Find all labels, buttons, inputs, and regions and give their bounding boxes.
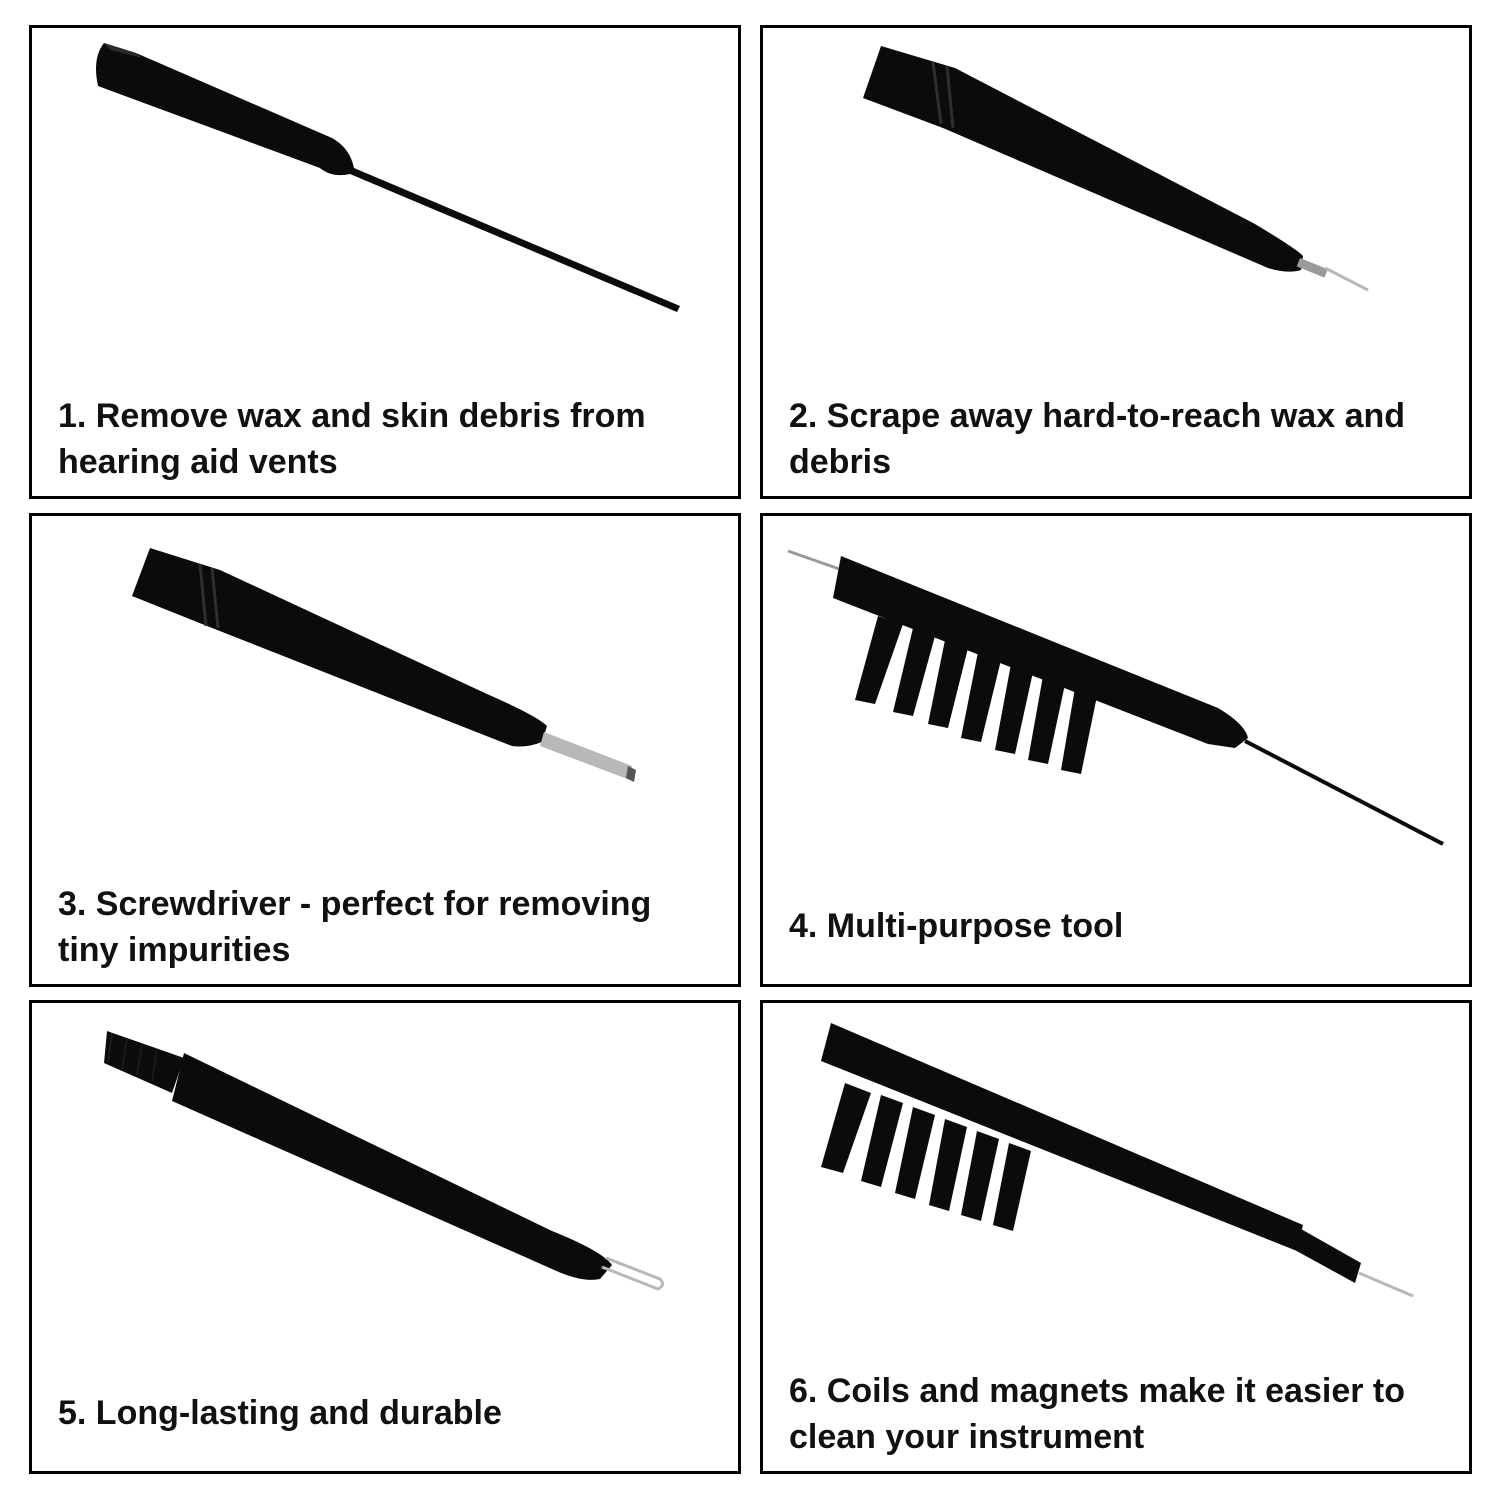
panel-caption: 1. Remove wax and skin debris from heari… — [58, 397, 646, 481]
multi-purpose-brush-icon — [787, 549, 1444, 846]
panel-caption: 3. Screwdriver - perfect for removing ti… — [58, 885, 652, 969]
panel-caption: 2. Scrape away hard-to-reach wax and deb… — [789, 397, 1406, 481]
tool-panel-5: 5. Long-lasting and durable — [29, 1000, 741, 1474]
wax-pick-icon — [96, 43, 680, 312]
tool-panel-6: 6. Coils and magnets make it easier to c… — [760, 1000, 1472, 1474]
brush-magnet-icon — [821, 1023, 1414, 1298]
brush-loop-icon — [104, 1031, 665, 1291]
tool-panel-3: 3. Screwdriver - perfect for removing ti… — [29, 513, 741, 987]
tool-panel-4: 4. Multi-purpose tool — [760, 513, 1472, 987]
screwdriver-icon — [132, 548, 636, 782]
panel-caption: 4. Multi-purpose tool — [789, 907, 1124, 945]
tool-panel-1: 1. Remove wax and skin debris from heari… — [29, 25, 741, 499]
wax-scraper-icon — [863, 46, 1369, 292]
tool-panel-2: 2. Scrape away hard-to-reach wax and deb… — [760, 25, 1472, 499]
panel-caption: 5. Long-lasting and durable — [58, 1394, 502, 1432]
panel-caption: 6. Coils and magnets make it easier to c… — [789, 1372, 1406, 1456]
